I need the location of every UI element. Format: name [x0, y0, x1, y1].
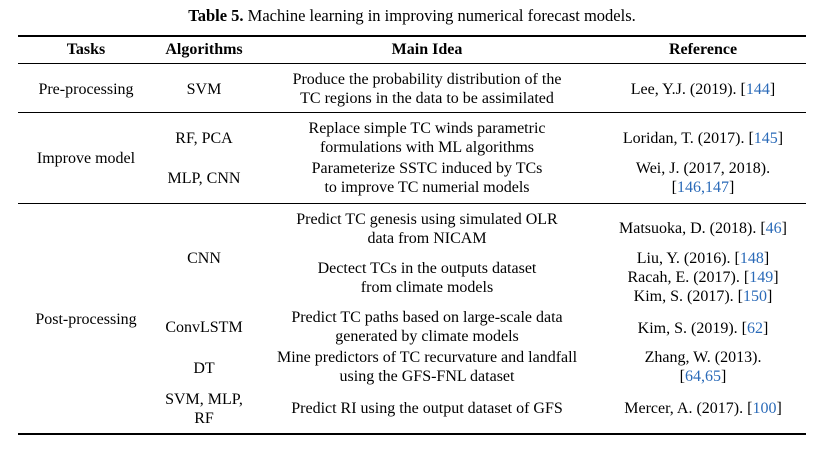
citation-link[interactable]: 64,65: [685, 368, 721, 385]
reference-cell: Mercer, A. (2017). [100]: [624, 400, 782, 417]
header-tasks: Tasks: [66, 41, 106, 58]
group-rule: [18, 203, 806, 204]
reference-cell: Zhang, W. (2013). [64,65]: [644, 349, 762, 385]
idea-cell: Mine predictors of TC recurvature and la…: [276, 349, 578, 385]
header-reference: Reference: [668, 41, 738, 58]
idea-cell: Predict RI using the output dataset of G…: [291, 400, 563, 417]
citation-link[interactable]: 148: [739, 250, 764, 267]
caption-label: Table 5.: [188, 6, 244, 25]
citation-link[interactable]: 146,147: [677, 179, 729, 196]
bottom-rule: [18, 433, 806, 435]
task-post-processing: Post-processing: [35, 311, 137, 328]
task-improve-model: Improve model: [36, 150, 136, 167]
top-rule: [18, 35, 806, 37]
header-rule: [18, 63, 806, 64]
header-main-idea: Main Idea: [391, 41, 463, 58]
citation-link[interactable]: 62: [747, 320, 763, 337]
task-pre-processing: Pre-processing: [38, 81, 134, 98]
idea-cell: Predict TC paths based on large-scale da…: [291, 309, 563, 345]
reference-cell: Loridan, T. (2017). [145]: [622, 130, 784, 147]
algorithm-cell: DT: [193, 360, 215, 377]
algorithm-cell: RF, PCA: [175, 130, 233, 147]
algorithm-cell: SVM: [186, 81, 222, 98]
reference-cell: Liu, Y. (2016). [148] Racah, E. (2017). …: [627, 250, 779, 305]
group-rule: [18, 112, 806, 113]
idea-cell: Produce the probability distribution of …: [292, 71, 562, 107]
table-caption: Table 5. Machine learning in improving n…: [0, 6, 824, 26]
citation-link[interactable]: 46: [765, 220, 782, 237]
citation-link[interactable]: 145: [753, 130, 778, 147]
reference-cell: Lee, Y.J. (2019). [144]: [630, 81, 776, 98]
header-algorithms: Algorithms: [165, 41, 243, 58]
citation-link[interactable]: 144: [745, 81, 770, 98]
reference-cell: Wei, J. (2017, 2018). [146,147]: [635, 160, 771, 196]
algorithm-cell: ConvLSTM: [165, 319, 243, 336]
algorithm-cell: SVM, MLP,RF: [165, 391, 243, 427]
algorithm-cell: CNN: [187, 250, 221, 267]
citation-link[interactable]: 100: [752, 400, 777, 417]
citation-link[interactable]: 150: [743, 288, 767, 305]
reference-cell: Matsuoka, D. (2018). [46]: [619, 220, 787, 237]
algorithm-cell: MLP, CNN: [167, 170, 241, 187]
citation-link[interactable]: 149: [749, 269, 774, 286]
caption-text: Machine learning in improving numerical …: [243, 6, 636, 25]
reference-cell: Kim, S. (2019). [62]: [637, 320, 769, 337]
